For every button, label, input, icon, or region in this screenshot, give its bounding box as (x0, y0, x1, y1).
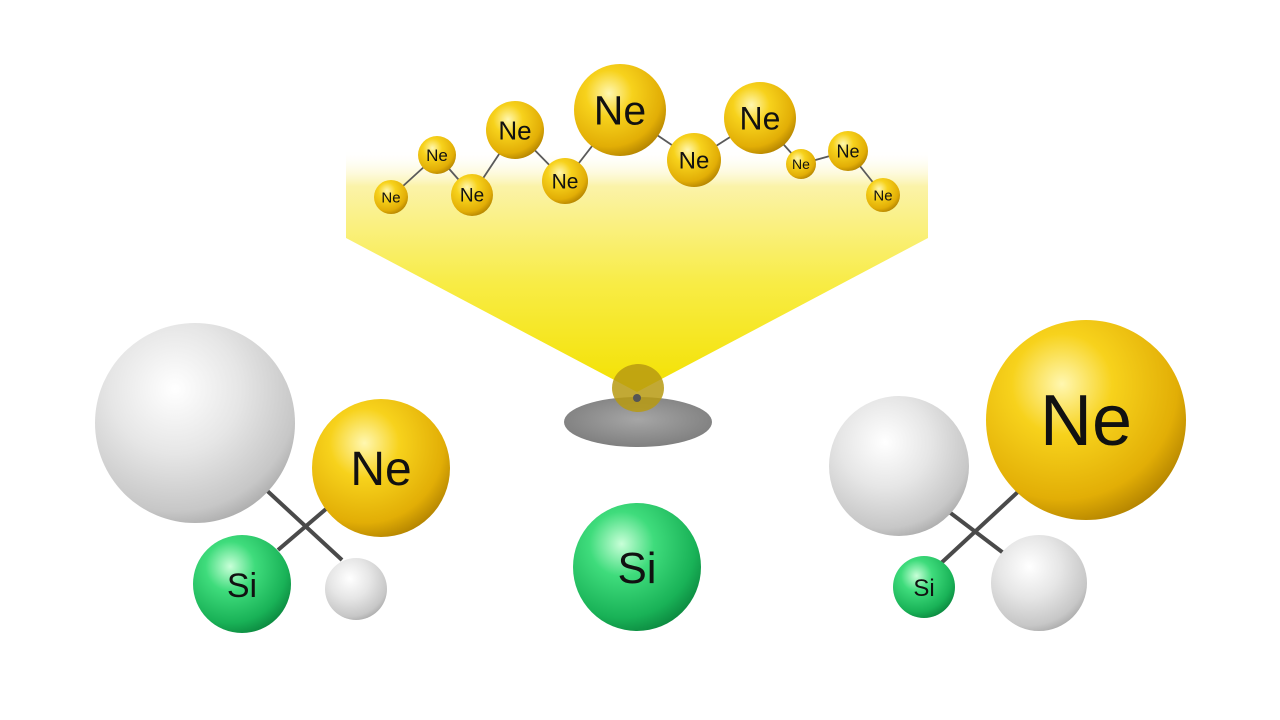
chain-ne-atom (667, 133, 721, 187)
light-source (564, 364, 712, 447)
left-si-label: Si (227, 567, 257, 605)
chain-ne-label: Ne (679, 148, 710, 175)
chain-ne-atom (418, 136, 456, 174)
center-si-label: Si (617, 544, 656, 593)
left-ne-atom (312, 399, 450, 537)
chain-ne-label: Ne (498, 115, 531, 145)
chain-ne-atom (574, 64, 666, 156)
chain-ne-label: Ne (460, 186, 484, 207)
source-disc (564, 397, 712, 447)
chain-ne-label: Ne (873, 187, 892, 204)
chain-ne-atom (786, 149, 816, 179)
chain-ne-atom (486, 101, 544, 159)
chain-ne-label: Ne (426, 146, 448, 165)
chain-ne-atom (828, 131, 868, 171)
center-si-atom (573, 503, 701, 631)
source-center (633, 394, 641, 402)
right-large-gray-atom (829, 396, 969, 536)
left-molecule: Ne Si (95, 323, 450, 633)
chain-ne-atom (374, 180, 408, 214)
chain-ne-atom (542, 158, 588, 204)
source-bulb (612, 364, 664, 412)
chain-ne-atom (866, 178, 900, 212)
chain-ne-atom (451, 174, 493, 216)
chain-ne-label: Ne (792, 156, 810, 172)
chain-ne-label: Ne (740, 101, 781, 137)
right-si-atom (893, 556, 955, 618)
chain-ne-label: Ne (594, 88, 646, 134)
right-molecule: Ne Si (829, 320, 1186, 631)
left-small-gray-atom (325, 558, 387, 620)
left-ne-label: Ne (350, 443, 411, 496)
chain-ne-label: Ne (381, 189, 400, 206)
right-si-label: Si (913, 575, 934, 602)
left-large-gray-atom (95, 323, 295, 523)
right-ne-label: Ne (1040, 381, 1132, 461)
chain-ne-atom (724, 82, 796, 154)
bond (276, 507, 328, 552)
right-small-gray-atom (991, 535, 1087, 631)
right-ne-atom (986, 320, 1186, 520)
emission-beam (346, 150, 928, 392)
chain-ne-label: Ne (836, 141, 859, 161)
bond (260, 484, 344, 562)
chain-ne-label: Ne (552, 170, 579, 193)
left-si-atom (193, 535, 291, 633)
center-molecule: Si (573, 503, 701, 631)
